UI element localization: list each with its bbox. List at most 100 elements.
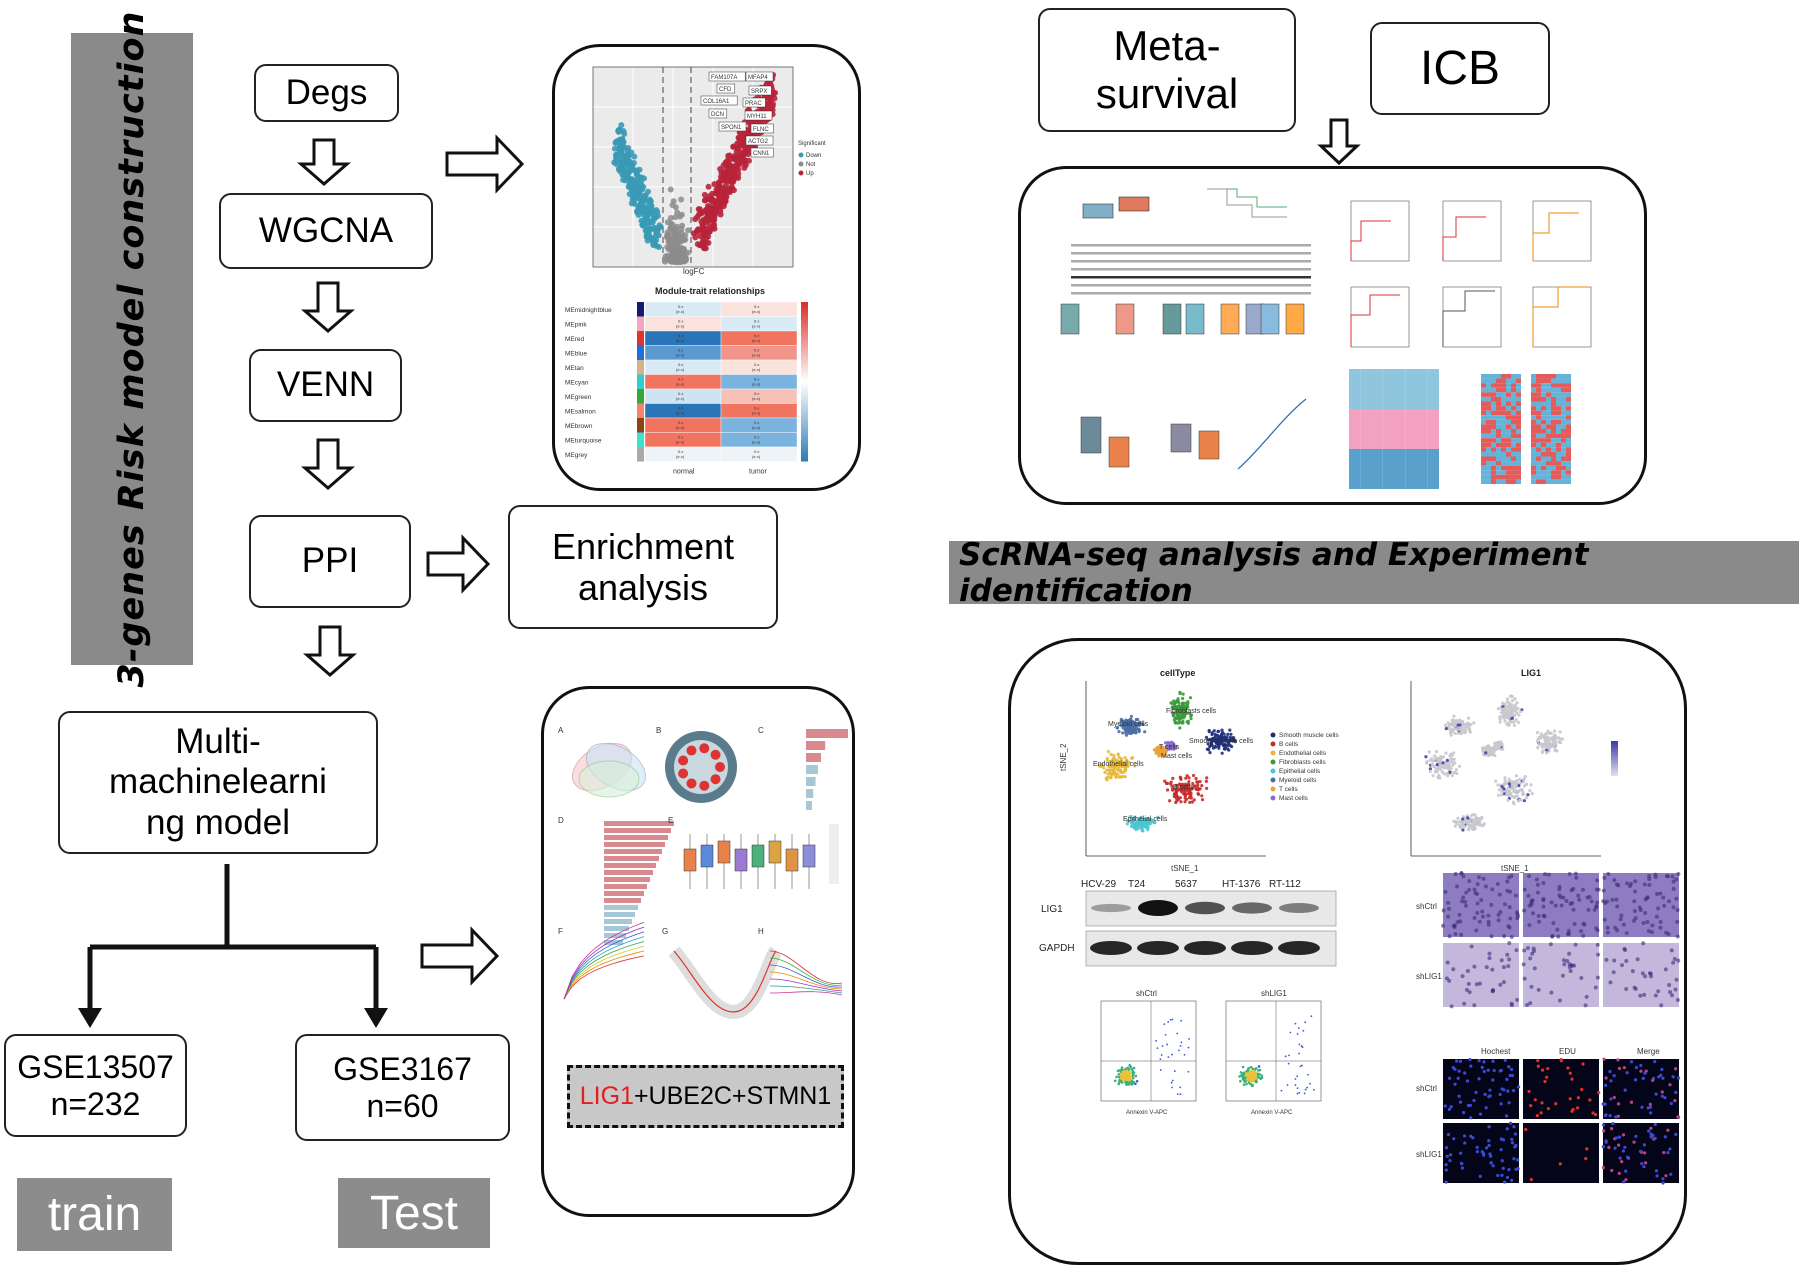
transwell-cell	[1534, 877, 1539, 882]
heatmap-cell	[1506, 378, 1511, 384]
tsne-cell-point	[1174, 800, 1178, 805]
volcano-point-not	[676, 213, 683, 220]
tsne-cell-point	[1171, 787, 1175, 791]
edu-nucleus	[1446, 1132, 1451, 1137]
roc-curve	[1442, 216, 1486, 261]
heatmap-cell	[1506, 470, 1511, 475]
heatmap-cell	[1556, 424, 1561, 429]
tsne-cell-point	[1133, 764, 1137, 768]
edu-nucleus	[1500, 1173, 1504, 1177]
heatmap-cell	[1536, 461, 1541, 466]
heatmap-cell	[1394, 384, 1406, 389]
heatmap-cell-value: 0.x	[754, 348, 759, 353]
transwell-cell	[1541, 898, 1546, 903]
tsne-expression-point	[1435, 763, 1439, 767]
heatmap-cell	[1566, 474, 1571, 480]
heatmap-cell	[1486, 470, 1491, 475]
volcano-point-up	[734, 140, 741, 147]
heatmap-cell	[1427, 374, 1439, 379]
edu-nucleus	[1507, 1065, 1511, 1069]
transwell-cell	[1506, 964, 1511, 969]
heatmap-cell	[1405, 464, 1417, 469]
heatmap-cell	[1427, 459, 1439, 464]
tsne-cell-point	[1223, 739, 1228, 743]
flow-event	[1300, 1045, 1303, 1047]
heatmap-cell	[1491, 433, 1496, 439]
flow-event	[1243, 1076, 1247, 1080]
tsne-cell-point	[1187, 787, 1191, 791]
tsne-cell-point	[1124, 718, 1128, 722]
heatmap-cell	[1371, 459, 1383, 464]
volcano-gene-label: COL16A1	[703, 99, 730, 105]
heatmap-cell	[1511, 474, 1516, 480]
heatmap-cell	[1416, 429, 1428, 434]
edu-nucleus	[1444, 1146, 1449, 1150]
cv-curve	[563, 941, 645, 1000]
transwell-cell	[1627, 884, 1632, 889]
transwell-image	[1443, 943, 1519, 1007]
flow-event	[1187, 1070, 1190, 1073]
cv-curve	[563, 931, 645, 1000]
tsne-expression-point	[1505, 700, 1509, 704]
edu-nucleus	[1661, 1076, 1665, 1080]
tsne-cell-point	[1146, 828, 1150, 832]
tsne-cell-point	[1113, 772, 1117, 776]
heatmap-cell	[1556, 378, 1561, 384]
edu-nucleus	[1546, 1066, 1550, 1071]
tsne-expression-point	[1472, 721, 1476, 725]
transwell-cell	[1571, 886, 1576, 891]
heatmap-cell	[1506, 410, 1511, 416]
tsne-cell-point	[1116, 752, 1120, 757]
tsne-cell-point	[1220, 728, 1224, 732]
edu-nucleus	[1602, 1057, 1606, 1061]
transwell-cell	[1475, 882, 1480, 887]
edu-nucleus	[1462, 1111, 1466, 1115]
expression-boxplot	[1198, 430, 1220, 460]
tsne-expression-point	[1455, 771, 1459, 776]
heatmap-cell	[1486, 447, 1491, 452]
transwell-cell	[1526, 893, 1531, 898]
heatmap-col-label: normal	[673, 469, 695, 476]
tsne-cell-point	[1148, 819, 1153, 823]
tsne-cell-point	[1130, 821, 1134, 826]
heatmap-cell	[1546, 410, 1551, 416]
transwell-cell	[1671, 886, 1676, 891]
volcano-point-not	[667, 256, 674, 263]
heatmap-cell	[1546, 470, 1551, 475]
tsne-expression-point	[1428, 758, 1433, 762]
flow-event	[1122, 1073, 1126, 1077]
tsne-cell-point	[1184, 787, 1188, 791]
roc-curve	[1532, 212, 1579, 261]
transwell-cell	[1515, 997, 1520, 1002]
heatmap-cell	[1501, 415, 1506, 420]
heatmap-cell	[1541, 465, 1546, 471]
transwell-cell	[1589, 899, 1594, 904]
tsne-expression-point	[1454, 727, 1459, 731]
edu-nucleus	[1516, 1158, 1520, 1162]
tsne-legend-marker	[1270, 768, 1276, 774]
heatmap-cell	[1371, 379, 1383, 384]
heatmap-cell	[1394, 394, 1406, 399]
tsne-expression-point	[1516, 799, 1521, 803]
ppi-hub-node	[710, 774, 721, 785]
heatmap-cell	[1491, 387, 1496, 393]
tsne-expression-point	[1424, 755, 1428, 759]
flow-event	[1159, 1058, 1162, 1061]
edu-nucleus	[1500, 1159, 1504, 1163]
transwell-cell	[1527, 874, 1532, 879]
flow-event	[1117, 1073, 1121, 1076]
volcano-gene-label: MFAP4	[748, 75, 768, 81]
heatmap-cell	[1427, 464, 1439, 469]
heatmap-cell	[1561, 383, 1566, 388]
transwell-cell	[1595, 900, 1600, 905]
volcano-gene-label: CNN1	[753, 151, 770, 157]
transwell-cell	[1457, 912, 1462, 917]
edu-nucleus	[1568, 1071, 1572, 1075]
tsne-cell-point	[1232, 736, 1236, 740]
heatmap-cell	[1486, 419, 1491, 425]
module-trait-heatmap: Module-trait relationshipsMEmidnightblue…	[565, 286, 808, 476]
transwell-cell	[1675, 908, 1680, 913]
heatmap-cell	[1481, 470, 1486, 475]
heatmap-cell	[1501, 470, 1506, 475]
edu-nucleus	[1448, 1159, 1452, 1163]
